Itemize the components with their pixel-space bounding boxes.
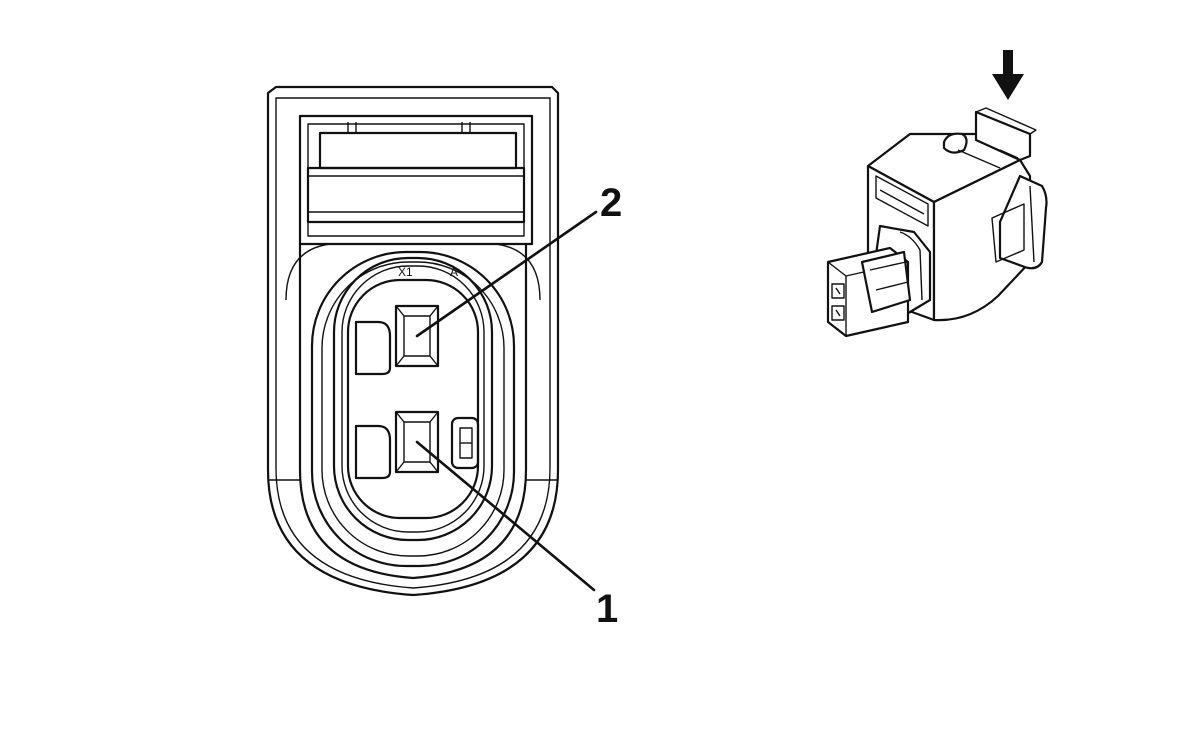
latch-body xyxy=(318,131,518,170)
iso-side-step xyxy=(991,203,1025,263)
iso-side-wing-edge xyxy=(1029,185,1035,263)
cavity-wall xyxy=(346,278,480,520)
cavity-mark-x1: X1 xyxy=(398,265,413,279)
seal-ring xyxy=(332,256,494,542)
iso-plug-rib-line xyxy=(869,261,909,291)
key-lower-left xyxy=(354,424,392,480)
housing-inner-outline xyxy=(275,97,551,589)
retainer-pin xyxy=(450,416,480,470)
seal-ring-inner xyxy=(341,265,485,533)
iso-front-slot-inner xyxy=(879,189,925,215)
iso-side-wing xyxy=(998,174,1048,270)
shroud-ring-2 xyxy=(285,243,541,301)
shroud-ring-4 xyxy=(321,261,505,557)
iso-latch xyxy=(974,110,1032,162)
down-arrow-icon xyxy=(992,50,1024,100)
iso-collar xyxy=(899,231,923,301)
cavity-mark-a: A xyxy=(450,265,458,279)
latch-recess xyxy=(307,123,525,237)
shroud-ring-3 xyxy=(310,250,516,568)
housing-outline xyxy=(266,85,560,597)
latch-bar xyxy=(306,166,526,224)
iso-latch-arm xyxy=(957,149,1019,169)
terminal-1 xyxy=(394,410,440,474)
latch-tabs xyxy=(347,122,471,133)
terminal-2 xyxy=(394,304,440,368)
iso-pin-opening-upper xyxy=(831,283,845,299)
iso-pin-opening-lower xyxy=(831,305,845,321)
callout-label-2: 2 xyxy=(600,181,622,225)
callout-label-1: 1 xyxy=(596,587,618,631)
iso-latch-top xyxy=(975,107,1037,135)
leader-line-2 xyxy=(415,210,598,338)
connector-face-view: X1 A xyxy=(266,85,560,597)
latch-window xyxy=(298,114,534,246)
key-upper-left xyxy=(354,320,392,376)
shroud-ring-outer xyxy=(298,242,528,580)
iso-latch-hook xyxy=(942,132,968,154)
iso-front-slot xyxy=(875,175,929,227)
iso-plug-rib xyxy=(860,250,912,314)
connector-iso-view xyxy=(826,50,1048,338)
leader-line-1 xyxy=(415,440,596,592)
iso-pin-detail xyxy=(835,287,841,317)
